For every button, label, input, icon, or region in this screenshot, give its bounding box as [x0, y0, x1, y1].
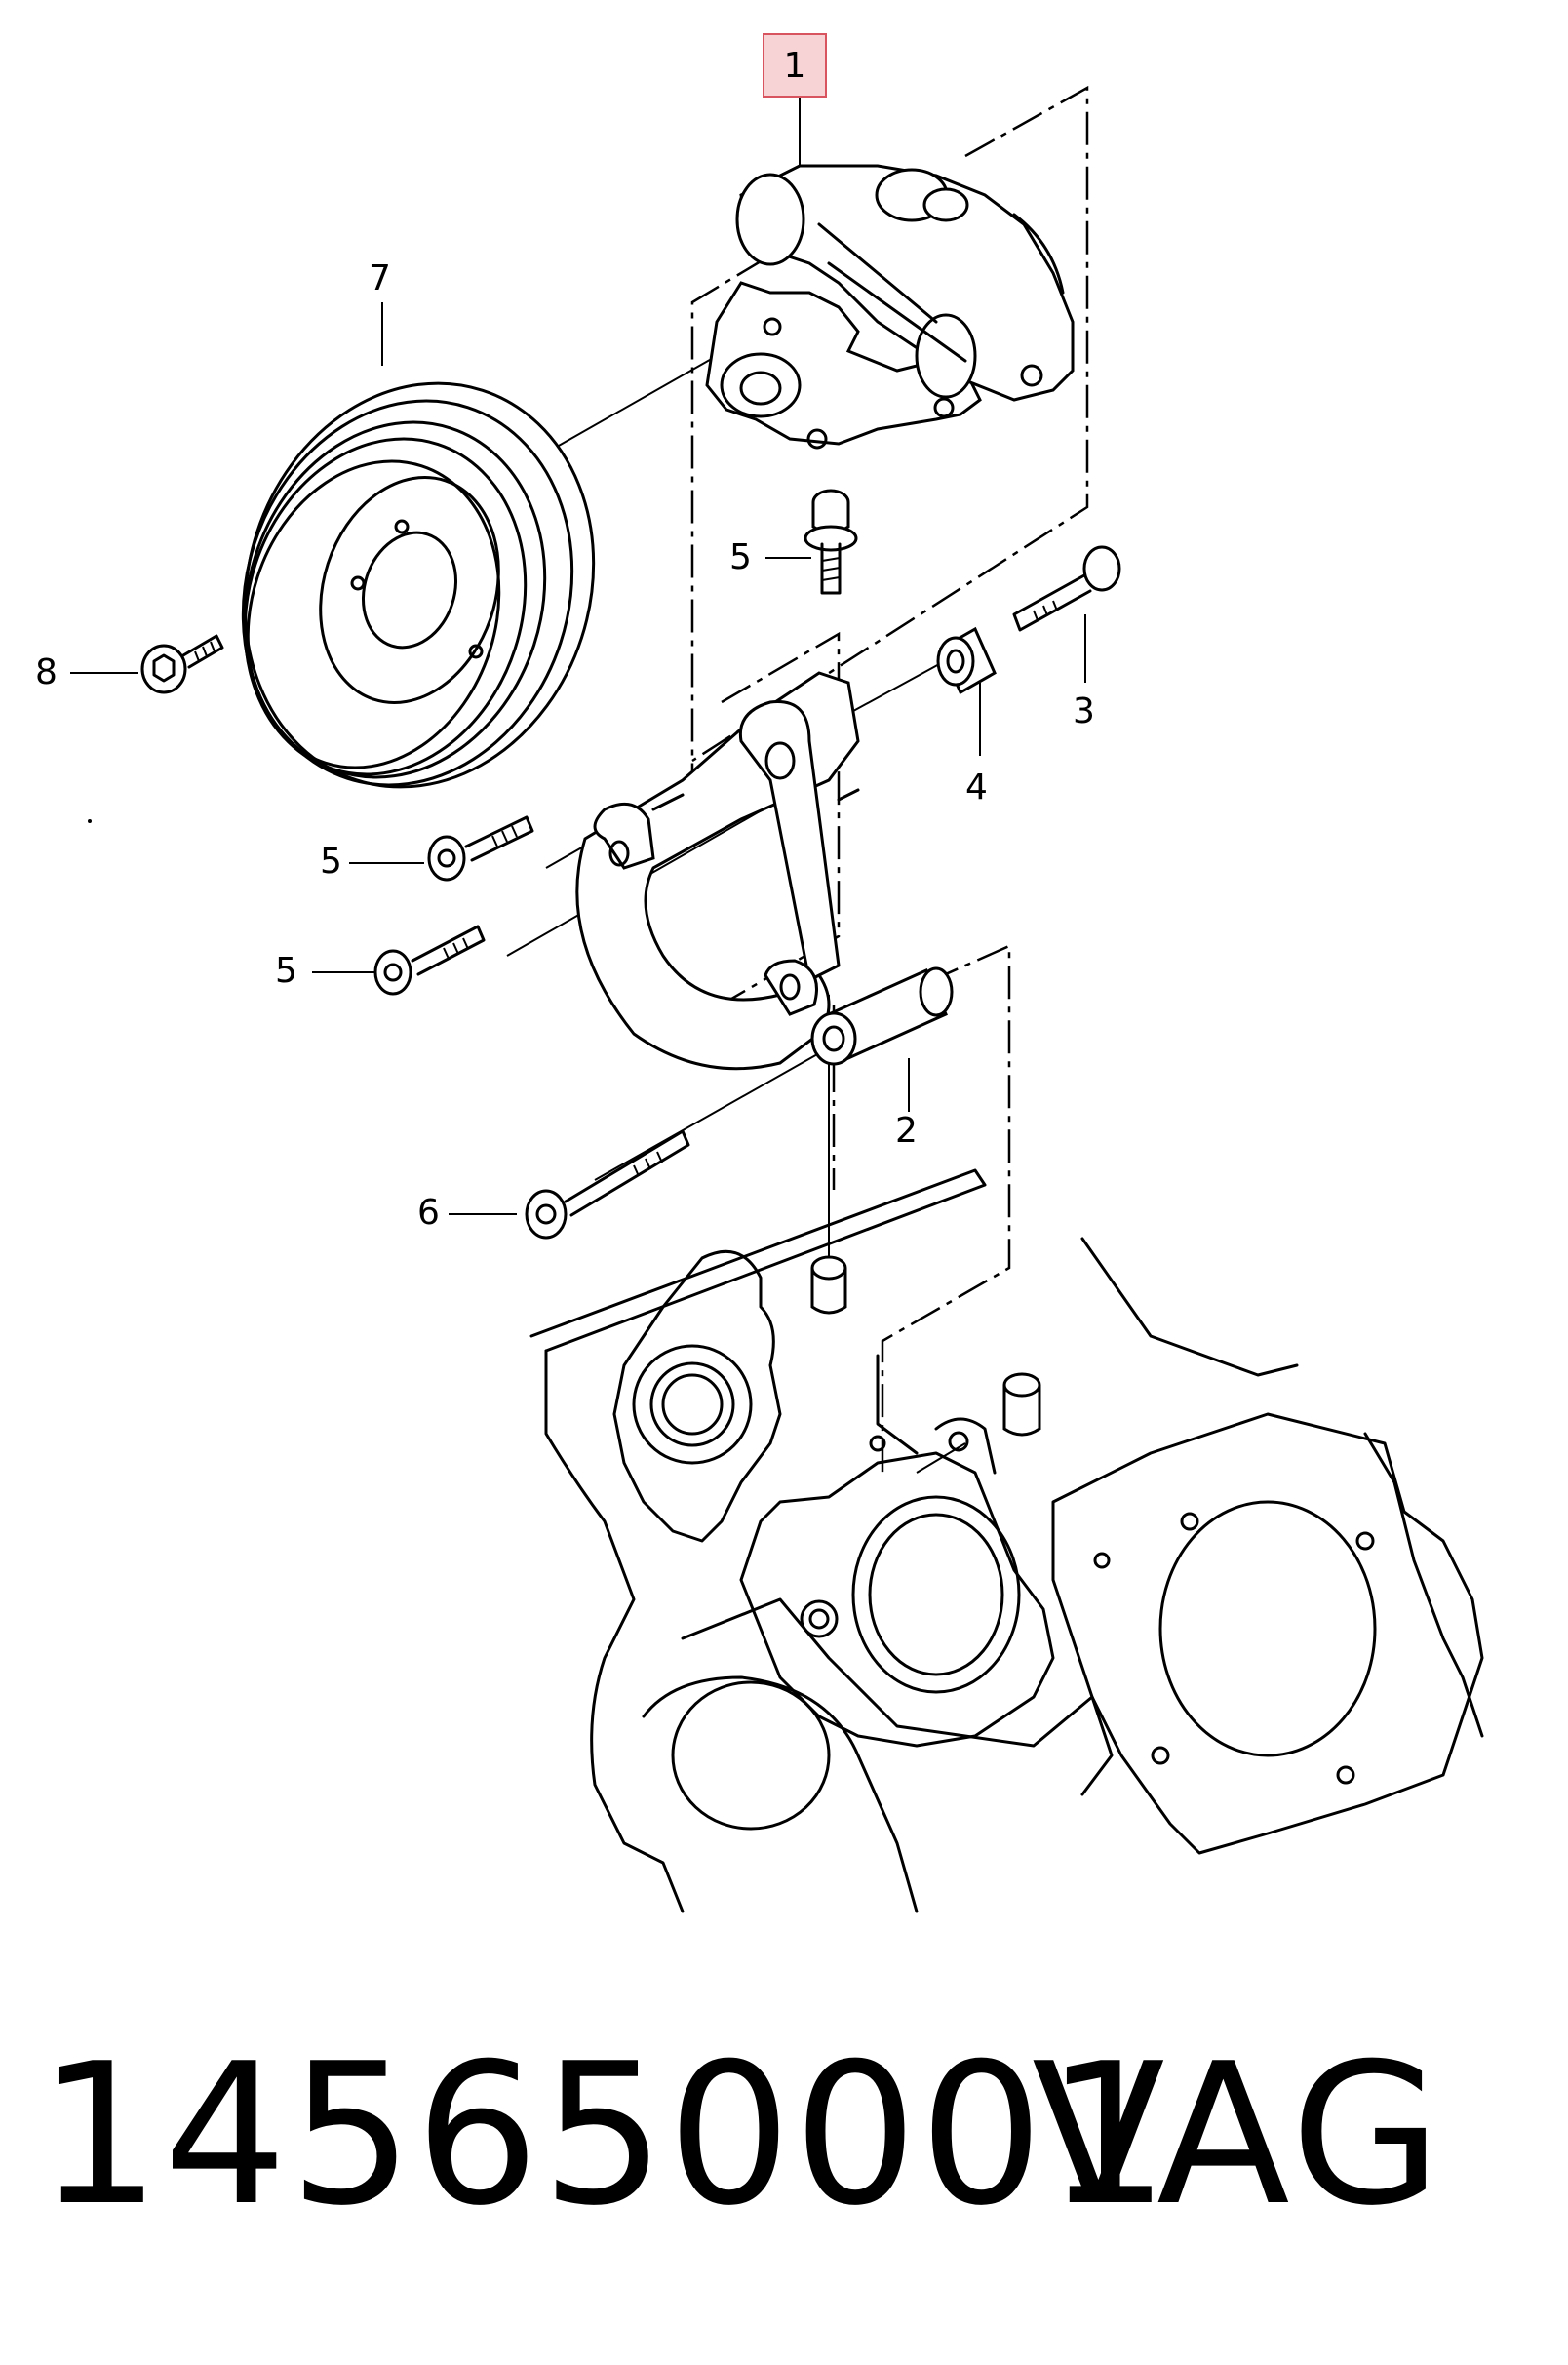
exploded-parts-diagram	[70, 85, 1484, 1913]
callout-1-highlighted[interactable]: 1	[763, 33, 827, 98]
mounting-bracket	[575, 671, 860, 1071]
bolt-5-lower	[373, 925, 486, 996]
callout-7[interactable]: 7	[369, 258, 391, 298]
pulley	[241, 381, 596, 789]
callout-5-lower[interactable]: 5	[275, 951, 297, 991]
part-number: 145650001	[37, 2022, 1172, 2249]
power-steering-pump	[705, 164, 1075, 450]
assembly-guide-lines	[690, 85, 1089, 1473]
bolt-3	[1012, 545, 1121, 632]
callout-4[interactable]: 4	[965, 768, 988, 808]
callout-2[interactable]: 2	[895, 1111, 918, 1151]
bolt-5-mid	[427, 815, 534, 882]
dowel-sleeves	[810, 1255, 1041, 1437]
leader-lines	[70, 98, 1086, 1215]
callout-6[interactable]: 6	[417, 1193, 440, 1233]
bolt-8	[140, 634, 224, 694]
stray-mark	[88, 819, 92, 823]
engine-housing	[529, 1168, 1484, 1913]
callout-5-top[interactable]: 5	[729, 537, 752, 577]
spacer-4	[936, 626, 997, 695]
bolt-6	[525, 1129, 690, 1240]
bolt-5-top	[804, 489, 858, 595]
brand-name: VAG	[1032, 2022, 1446, 2249]
sleeve-2	[810, 966, 954, 1066]
callout-3[interactable]: 3	[1073, 691, 1095, 731]
callout-5-mid[interactable]: 5	[320, 842, 342, 882]
callout-8[interactable]: 8	[35, 652, 58, 692]
